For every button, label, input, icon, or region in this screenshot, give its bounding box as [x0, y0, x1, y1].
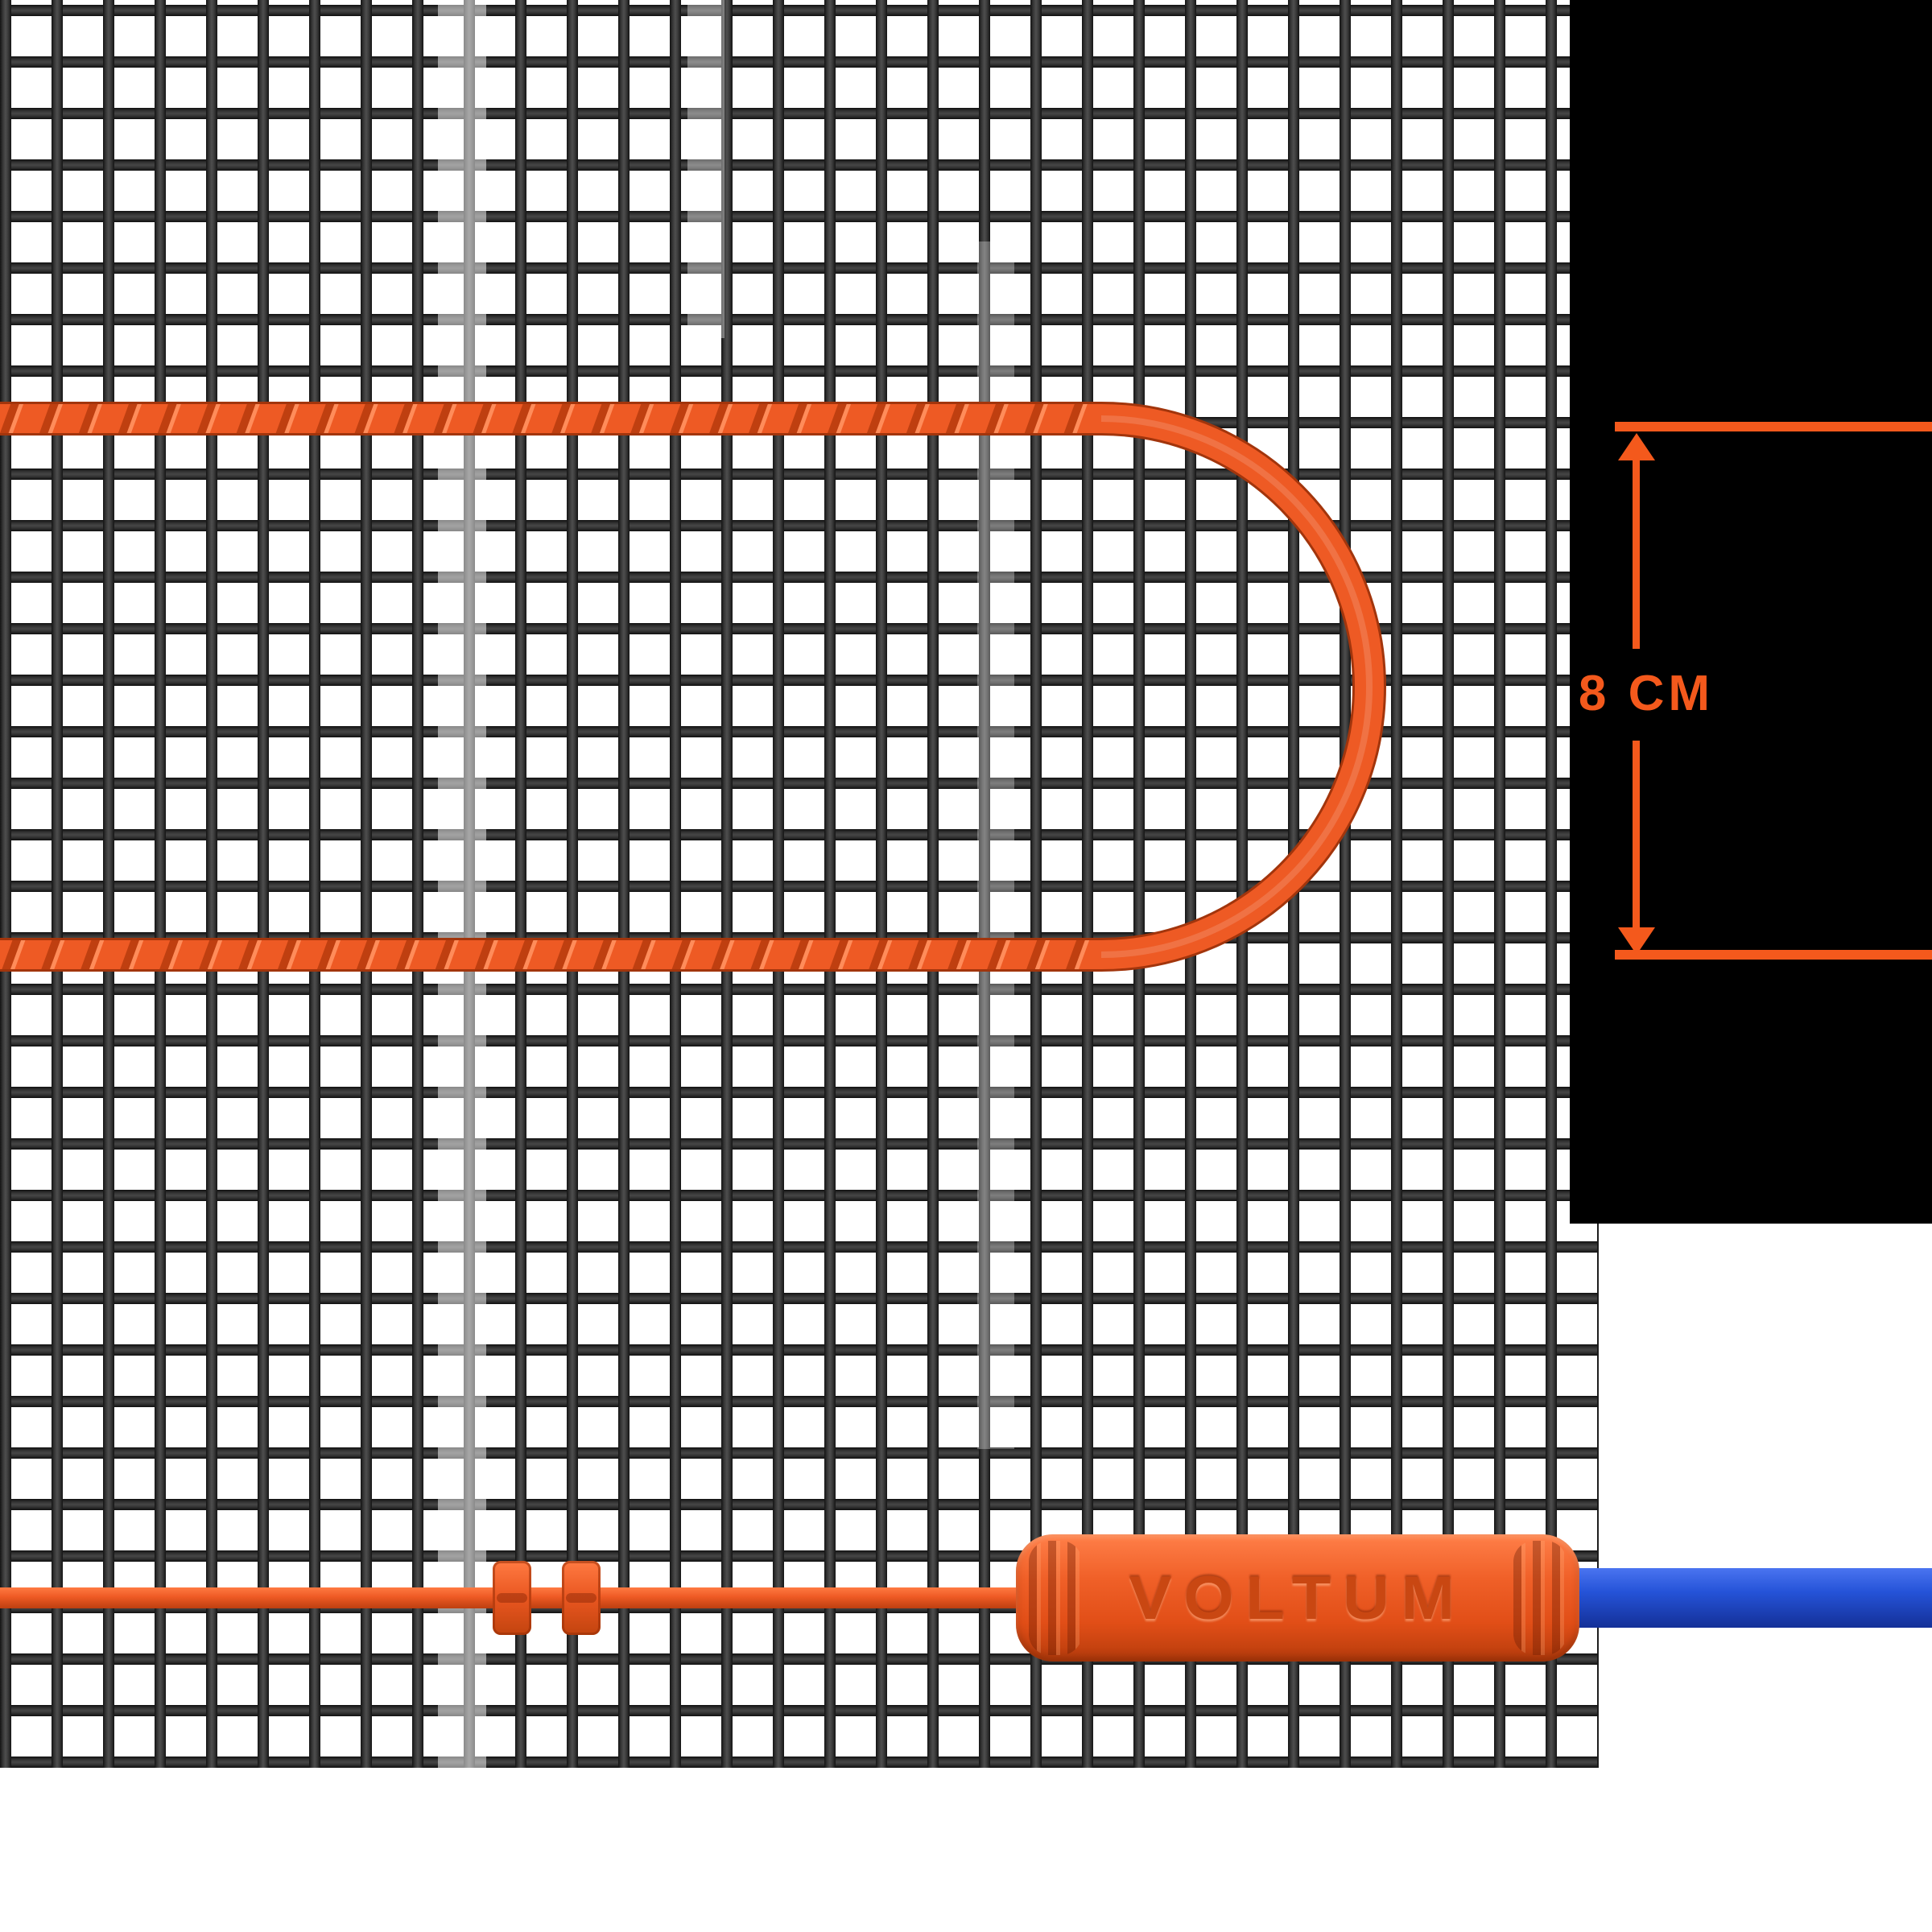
dimension-reference-line-bottom	[1615, 950, 1932, 960]
cable-clip	[493, 1561, 531, 1635]
connector-rib-right	[1513, 1541, 1567, 1655]
heating-cable-outline	[0, 402, 1386, 972]
dimension-arrow-down-icon	[1618, 927, 1655, 955]
mesh-highlight	[438, 0, 486, 1768]
brand-label: VOLTUM	[1129, 1563, 1467, 1633]
cable-clip-slot	[497, 1593, 527, 1603]
mesh-highlight	[977, 242, 1014, 1449]
dimension-line-lower	[1633, 741, 1640, 937]
wire-mesh-grid	[0, 0, 1599, 1768]
side-panel	[1570, 0, 1932, 1224]
connector-rib-left	[1029, 1541, 1082, 1655]
cable-clip-slot	[566, 1593, 597, 1603]
mesh-highlight	[687, 0, 724, 338]
dimension-label: 8 CM	[1578, 666, 1715, 721]
heating-cable-bend-highlight	[1100, 415, 1373, 958]
cable-connector-sleeve: VOLTUM	[1016, 1534, 1579, 1662]
cable-clip	[562, 1561, 601, 1635]
dimension-line-upper	[1633, 451, 1640, 649]
power-cable-blue	[1575, 1568, 1932, 1628]
dimension-reference-line-top	[1615, 422, 1932, 431]
heating-cable-body	[0, 404, 1384, 969]
